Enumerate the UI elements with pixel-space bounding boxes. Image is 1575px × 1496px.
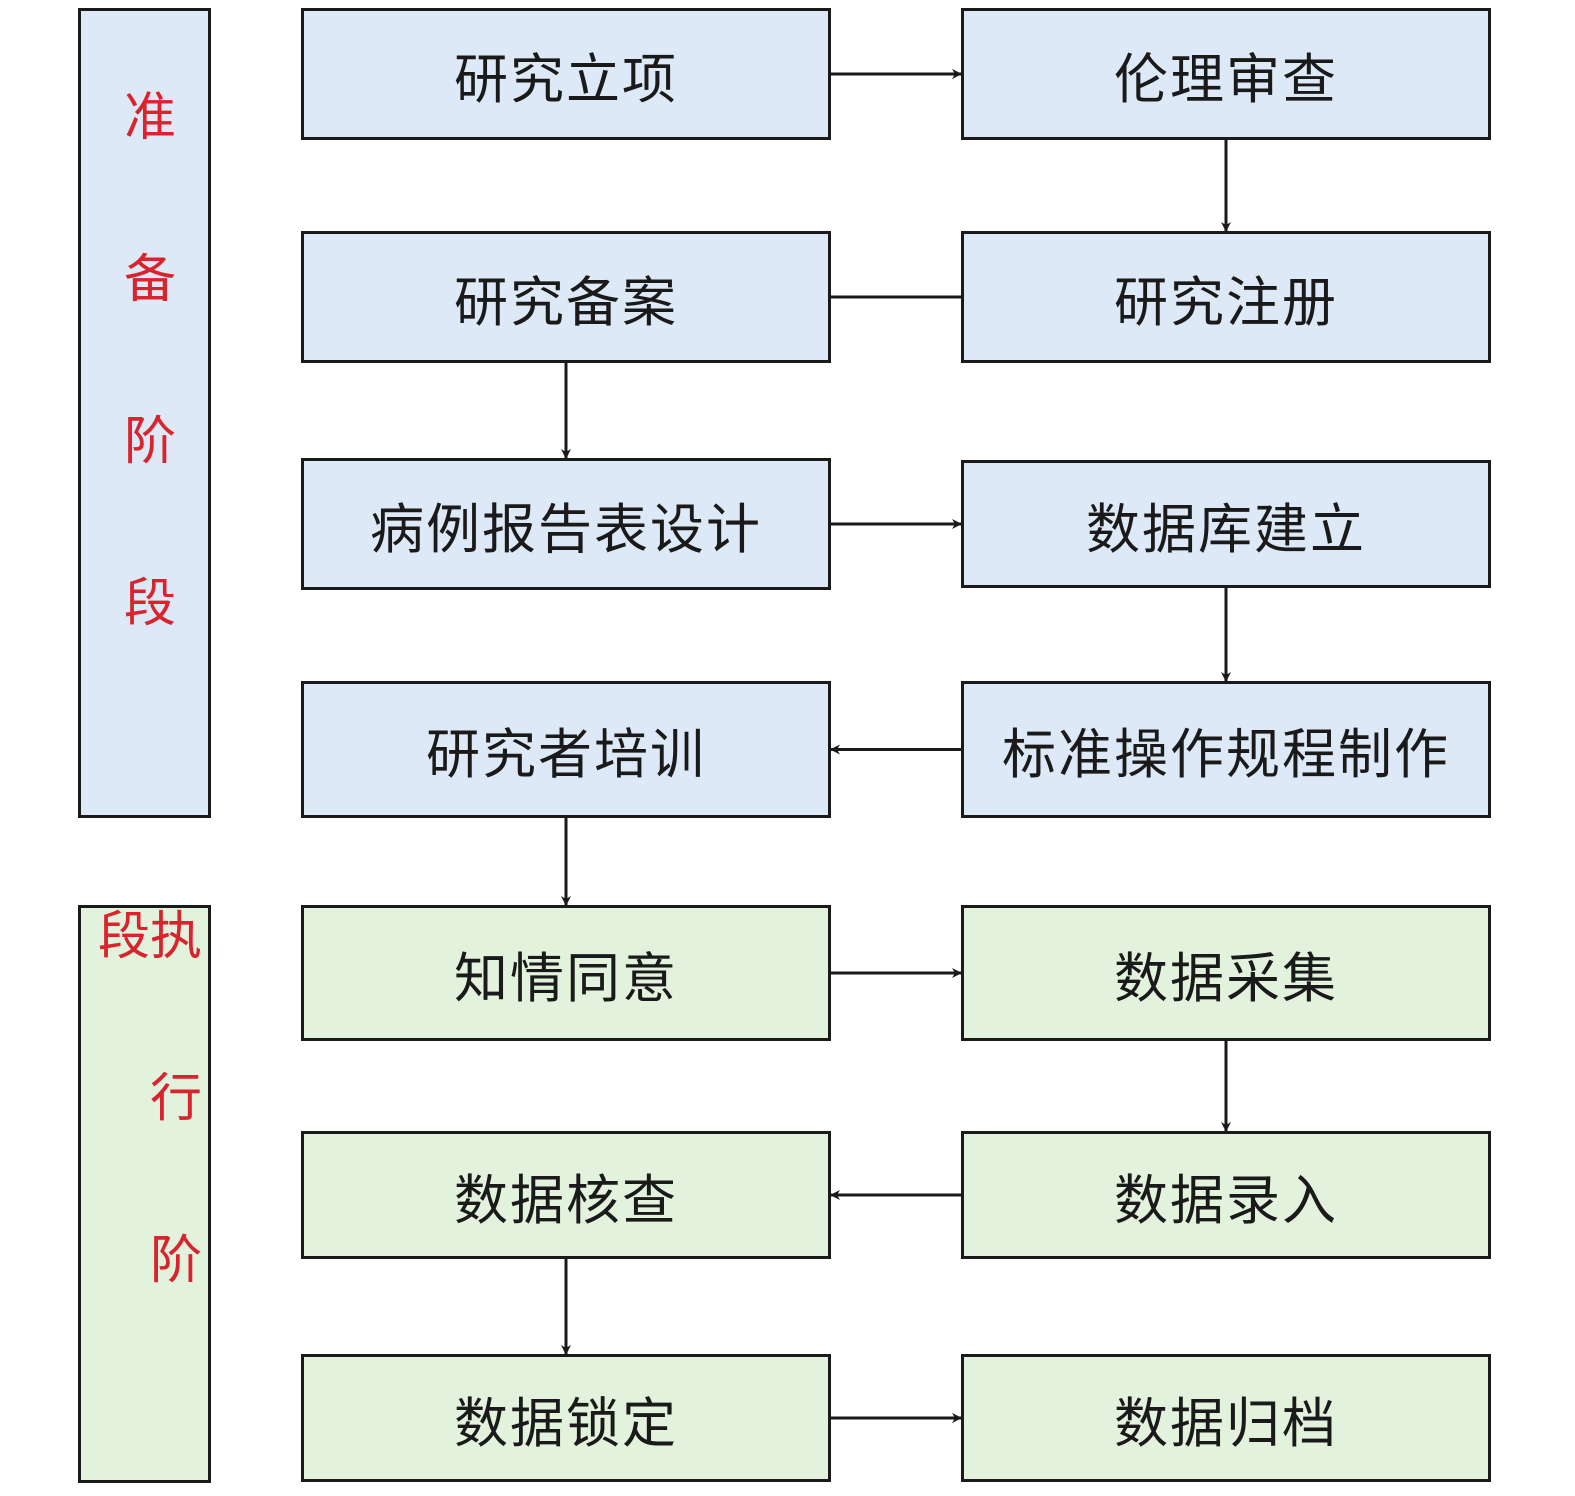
node-sop-creation: 标准操作规程制作 bbox=[961, 681, 1491, 818]
node-data-archive: 数据归档 bbox=[961, 1354, 1491, 1482]
node-informed-consent: 知情同意 bbox=[301, 905, 831, 1041]
phase-exec-label: 执行阶段 bbox=[88, 908, 201, 1394]
node-label: 病例报告表设计 bbox=[370, 497, 762, 561]
node-label: 数据锁定 bbox=[454, 1391, 678, 1455]
node-data-verification: 数据核查 bbox=[301, 1131, 831, 1259]
node-label: 数据录入 bbox=[1114, 1168, 1338, 1232]
node-label: 数据归档 bbox=[1114, 1391, 1338, 1455]
node-label: 数据库建立 bbox=[1086, 497, 1366, 561]
node-label: 研究立项 bbox=[454, 47, 678, 111]
node-study-registration: 研究注册 bbox=[961, 231, 1491, 363]
node-data-entry: 数据录入 bbox=[961, 1131, 1491, 1259]
node-database-setup: 数据库建立 bbox=[961, 460, 1491, 588]
node-ethics-review: 伦理审查 bbox=[961, 8, 1491, 140]
node-label: 研究者培训 bbox=[426, 723, 706, 786]
node-investigator-training: 研究者培训 bbox=[301, 681, 831, 818]
node-label: 研究备案 bbox=[454, 270, 678, 334]
node-label: 研究注册 bbox=[1114, 270, 1338, 334]
node-label: 知情同意 bbox=[454, 946, 678, 1010]
phase-prep-label: 准备阶段 bbox=[114, 89, 175, 737]
node-label: 标准操作规程制作 bbox=[1002, 723, 1450, 786]
node-study-filing: 研究备案 bbox=[301, 231, 831, 363]
node-data-collection: 数据采集 bbox=[961, 905, 1491, 1041]
node-label: 伦理审查 bbox=[1114, 47, 1338, 111]
node-label: 数据核查 bbox=[454, 1168, 678, 1232]
node-label: 数据采集 bbox=[1114, 946, 1338, 1010]
phase-prep: 准备阶段 bbox=[78, 8, 211, 818]
node-project-initiation: 研究立项 bbox=[301, 8, 831, 140]
phase-exec: 执行阶段 bbox=[78, 905, 211, 1483]
node-data-lock: 数据锁定 bbox=[301, 1354, 831, 1482]
node-crf-design: 病例报告表设计 bbox=[301, 458, 831, 590]
